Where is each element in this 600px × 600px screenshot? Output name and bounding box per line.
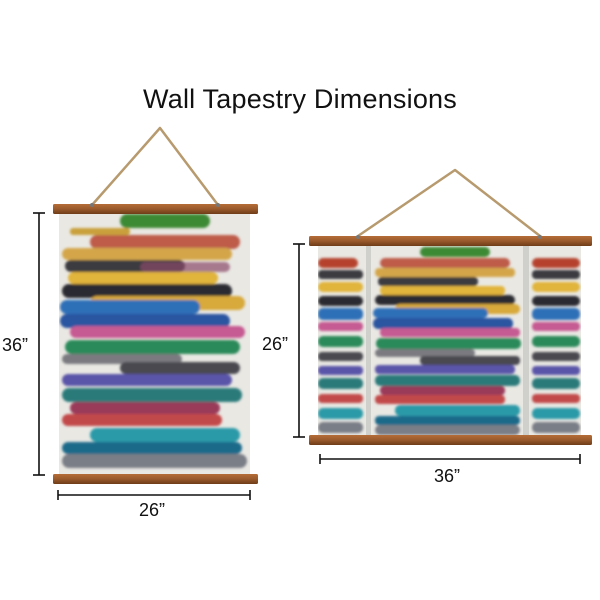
landscape-width-dimension xyxy=(319,454,581,464)
top-wooden-rod xyxy=(309,236,592,246)
landscape-tapestry xyxy=(309,168,592,445)
top-wooden-rod xyxy=(53,204,258,214)
painted-strokes xyxy=(318,258,363,433)
landscape-height-dimension xyxy=(293,243,305,438)
portrait-width-label: 26” xyxy=(139,500,166,520)
bottom-wooden-rod xyxy=(53,474,258,484)
painted-strokes xyxy=(532,258,580,433)
landscape-height-label: 26” xyxy=(262,334,289,354)
landscape-width-label: 36” xyxy=(434,466,461,486)
hanging-rope xyxy=(91,126,219,206)
portrait-tapestry xyxy=(53,126,258,484)
portrait-height-label: 36” xyxy=(2,335,29,355)
hanging-rope xyxy=(357,168,541,238)
portrait-height-dimension xyxy=(33,212,45,476)
painted-strokes xyxy=(373,247,521,435)
bottom-wooden-rod xyxy=(309,435,592,445)
portrait-width-dimension xyxy=(57,490,251,500)
painted-strokes xyxy=(60,214,247,468)
page-title: Wall Tapestry Dimensions xyxy=(143,84,457,114)
